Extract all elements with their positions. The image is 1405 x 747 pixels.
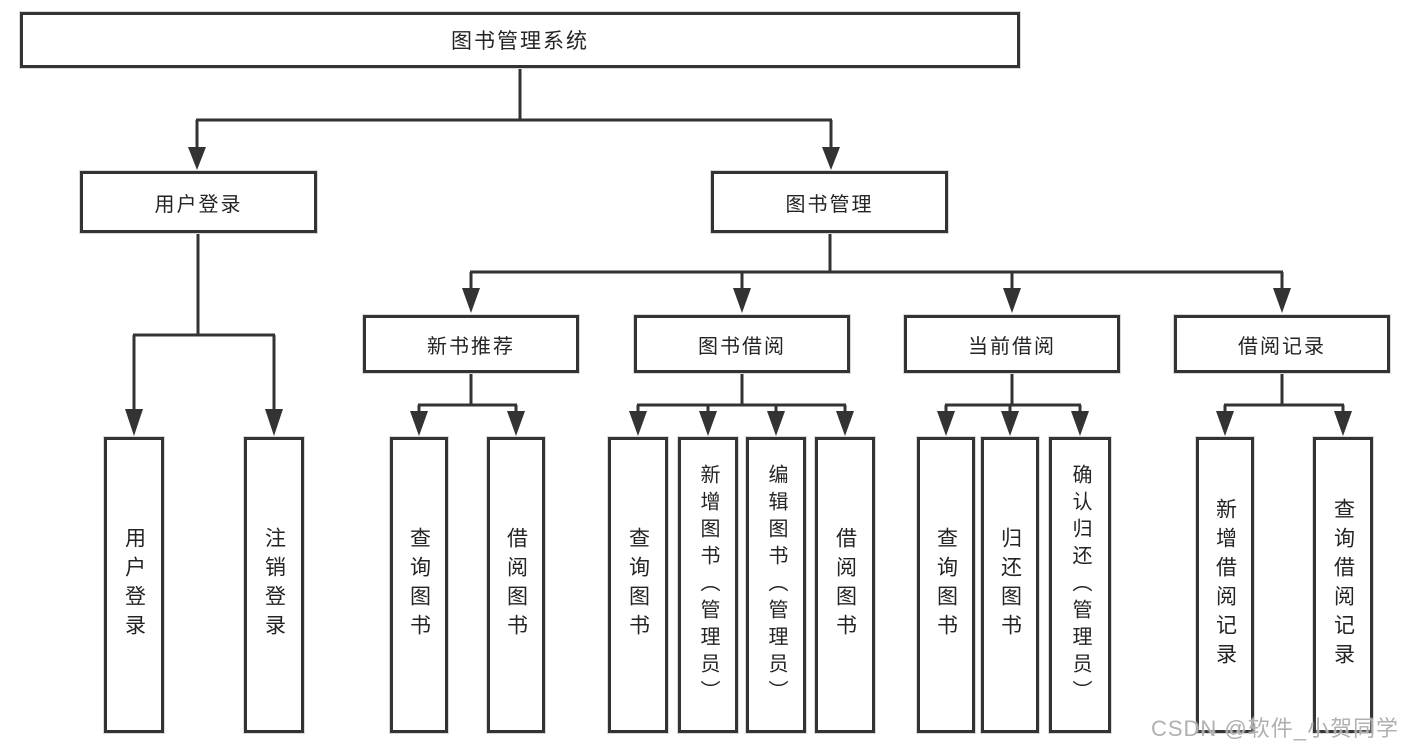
- arrowhead-icon: [125, 409, 143, 436]
- arrowhead-icon: [410, 411, 428, 436]
- node-new-book-recommend: 新书推荐: [363, 315, 579, 373]
- arrowhead-icon: [1334, 411, 1352, 436]
- node-leaf-borrow-books: 借阅图书: [815, 437, 875, 733]
- arrowhead-icon: [507, 411, 525, 436]
- node-leaf-query-books-recommend: 查询图书: [390, 437, 448, 733]
- node-leaf-borrow-books-recommend: 借阅图书: [487, 437, 545, 733]
- node-leaf-add-books-admin: 新增图书（管理员）: [678, 437, 738, 733]
- arrowhead-icon: [1216, 411, 1234, 436]
- csdn-watermark: CSDN @软件_小贺同学: [1150, 716, 1399, 741]
- node-root-library-system: 图书管理系统: [20, 12, 1020, 68]
- node-leaf-confirm-return-admin: 确认归还（管理员）: [1049, 437, 1111, 733]
- node-leaf-query-borrow-record: 查询借阅记录: [1313, 437, 1373, 733]
- node-leaf-return-books: 归还图书: [981, 437, 1039, 733]
- arrowhead-icon: [1001, 411, 1019, 436]
- arrowhead-icon: [265, 409, 283, 436]
- node-borrow-records: 借阅记录: [1174, 315, 1390, 373]
- arrowhead-icon: [699, 411, 717, 436]
- connector-user-login-children: [132, 232, 276, 412]
- arrowhead-icon: [1003, 288, 1021, 313]
- arrowhead-icon: [822, 147, 840, 170]
- connector-root-to-level2: [195, 68, 833, 150]
- node-leaf-user-login: 用户登录: [104, 437, 164, 733]
- node-user-login: 用户登录: [80, 171, 317, 233]
- arrowhead-icon: [767, 411, 785, 436]
- arrowhead-icon: [836, 411, 854, 436]
- connector-book-borrow-children: [636, 372, 847, 413]
- node-leaf-logout: 注销登录: [244, 437, 304, 733]
- arrowhead-icon: [188, 147, 206, 170]
- connector-borrow-records-children: [1223, 372, 1345, 413]
- arrowhead-icon: [937, 411, 955, 436]
- node-book-borrow: 图书借阅: [634, 315, 850, 373]
- node-leaf-add-borrow-record: 新增借阅记录: [1196, 437, 1254, 733]
- arrowhead-icon: [1273, 288, 1291, 313]
- arrowhead-icon: [462, 288, 480, 313]
- node-leaf-edit-books-admin: 编辑图书（管理员）: [746, 437, 806, 733]
- node-current-borrow: 当前借阅: [904, 315, 1120, 373]
- connector-current-borrow-children: [944, 372, 1082, 413]
- node-leaf-query-books-borrow: 查询图书: [608, 437, 668, 733]
- node-leaf-query-books-current: 查询图书: [917, 437, 975, 733]
- connector-book-mgmt-children: [469, 232, 1284, 291]
- arrowhead-icon: [1071, 411, 1089, 436]
- connector-new-book-children: [417, 372, 518, 413]
- arrowhead-icon: [629, 411, 647, 436]
- node-book-management: 图书管理: [711, 171, 948, 233]
- arrowhead-icon: [733, 288, 751, 313]
